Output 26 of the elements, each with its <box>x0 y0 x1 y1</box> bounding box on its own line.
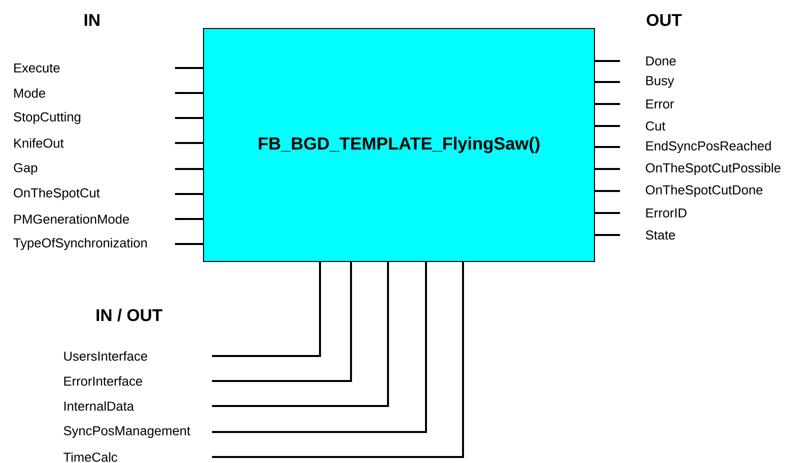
pin-name: TimeCalc <box>64 452 118 462</box>
section-heading: IN / OUT <box>96 308 162 322</box>
section-heading: IN <box>84 14 100 26</box>
pin-name: EndSyncPosReached <box>646 140 771 154</box>
pin-name: ErrorID <box>646 208 686 218</box>
pin-name: Execute <box>14 63 60 73</box>
pin-name: PMGenerationMode <box>14 214 129 224</box>
pin-name: InternalData <box>64 401 134 411</box>
function-block: FB_BGD_TEMPLATE_FlyingSaw() <box>203 28 595 262</box>
pin-name: Cut <box>646 121 666 131</box>
pin-name: UsersInterface <box>64 351 148 361</box>
pin-name: SyncPosManagement <box>64 426 190 438</box>
pin-name: OnTheSpotCutDone <box>646 184 762 198</box>
pin-name: Mode <box>14 88 46 98</box>
pin-name: KnifeOut <box>14 138 64 148</box>
pin-name: StopCutting <box>14 112 80 124</box>
pin-name: ErrorInterface <box>64 376 142 386</box>
pin-name: OnTheSpotCutPossible <box>646 162 780 176</box>
pin-name: Busy <box>646 76 674 88</box>
pin-name: OnTheSpotCut <box>14 188 100 200</box>
pin-name: TypeOfSynchronization <box>14 238 147 250</box>
pin-name: Done <box>646 56 676 66</box>
pin-name: Error <box>646 99 674 109</box>
section-heading: OUT <box>646 14 682 26</box>
pin-name: Gap <box>14 163 38 175</box>
pin-name: State <box>646 230 675 240</box>
